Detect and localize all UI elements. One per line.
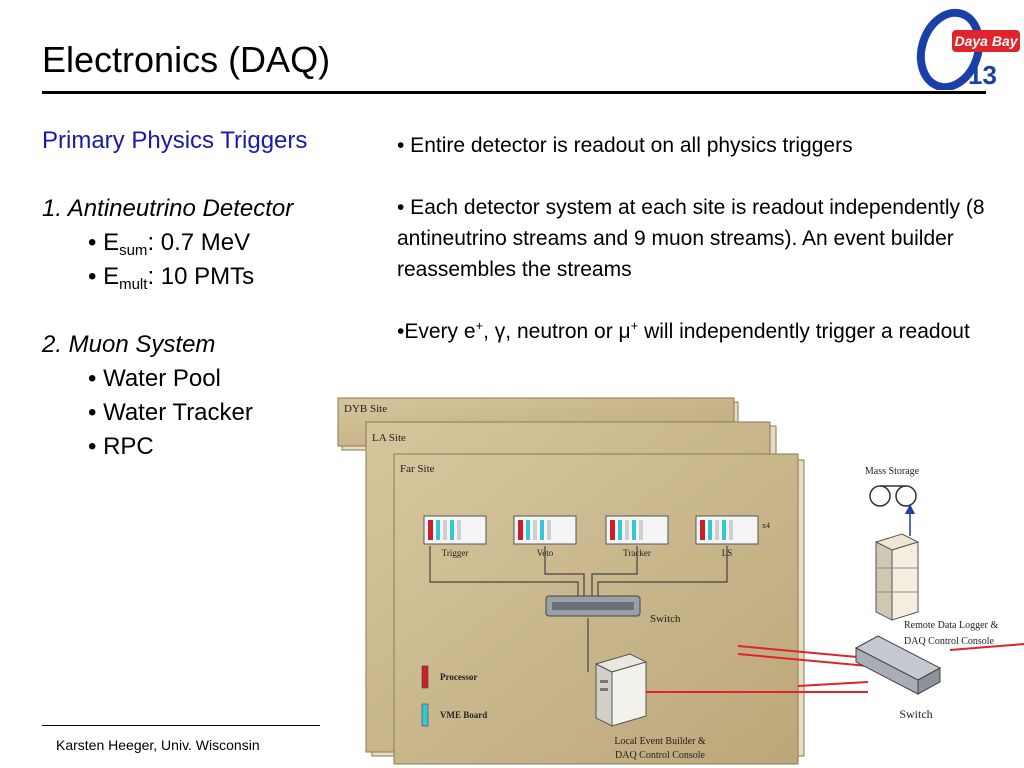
- event-builder-server: Local Event Builder & DAQ Control Consol…: [594, 653, 706, 761]
- crate-multiplicity-tag: x4: [762, 521, 770, 530]
- crate-trigger: Trigger: [423, 515, 487, 558]
- site-label-far: Far Site: [400, 463, 435, 475]
- up-arrow-icon: [905, 504, 915, 514]
- remote-logger-label-2: DAQ Control Console: [904, 636, 995, 647]
- left-column: Primary Physics Triggers 1. Antineutrino…: [42, 124, 372, 464]
- event-builder-label-2: DAQ Control Console: [615, 750, 706, 761]
- list-item-water-tracker: • Water Tracker: [88, 399, 253, 426]
- mass-storage-label: Mass Storage: [865, 466, 920, 477]
- crate-wiring: [429, 546, 728, 672]
- triggers-heading: Primary Physics Triggers: [42, 127, 308, 154]
- title-divider: [42, 91, 986, 94]
- section-antineutrino-title: 1. Antineutrino Detector: [42, 195, 294, 222]
- logo-theta-ring: [916, 8, 984, 90]
- storage-reel-right: [895, 485, 917, 507]
- bullet-independent-readout: • Each detector system at each site is r…: [397, 196, 985, 281]
- local-switch-label: Switch: [650, 613, 681, 625]
- daq-architecture-diagram: DYB Site LA Site Far Site Trigger Veto: [337, 397, 1024, 765]
- logo-number: 13: [968, 60, 997, 90]
- site-label-dyb: DYB Site: [344, 403, 387, 415]
- slide-title: Electronics (DAQ): [42, 39, 331, 80]
- daya-bay-logo: Daya Bay 13: [916, 8, 1020, 90]
- logo-badge: [952, 30, 1020, 52]
- bullet-independent-trigger: •Every e+, γ, neutron or μ+ will indepen…: [397, 318, 970, 343]
- list-item-water-pool: • Water Pool: [88, 365, 221, 392]
- footer-credit: Karsten Heeger, Univ. Wisconsin: [56, 737, 260, 753]
- right-column: • Entire detector is readout on all phys…: [397, 130, 1007, 378]
- network-links: [646, 643, 1024, 693]
- crate-label-trigger: Trigger: [442, 548, 469, 558]
- bullet-readout-all: • Entire detector is readout on all phys…: [397, 134, 853, 157]
- footer-divider: [42, 725, 320, 726]
- storage-reel-left: [869, 485, 891, 507]
- list-item-rpc: • RPC: [88, 433, 154, 460]
- event-builder-label-1: Local Event Builder &: [614, 736, 706, 747]
- list-item-esum: • Esum: 0.7 MeV: [88, 229, 251, 259]
- logo-badge-text: Daya Bay: [954, 33, 1018, 49]
- remote-logger-label-1: Remote Data Logger &: [904, 620, 998, 631]
- diagram-legend: Processor VME Board: [421, 665, 487, 727]
- main-switch-label: Switch: [899, 707, 932, 721]
- server-stack: [874, 533, 920, 621]
- mass-storage: Mass Storage: [865, 466, 920, 536]
- site-label-la: LA Site: [372, 432, 406, 444]
- local-switch: Switch: [545, 595, 681, 625]
- main-switch: Switch: [854, 635, 942, 721]
- list-item-emult: • Emult: 10 PMTs: [88, 263, 255, 293]
- legend-processor-label: Processor: [440, 672, 477, 682]
- section-muon-title: 2. Muon System: [42, 331, 216, 358]
- legend-vme-label: VME Board: [440, 710, 487, 720]
